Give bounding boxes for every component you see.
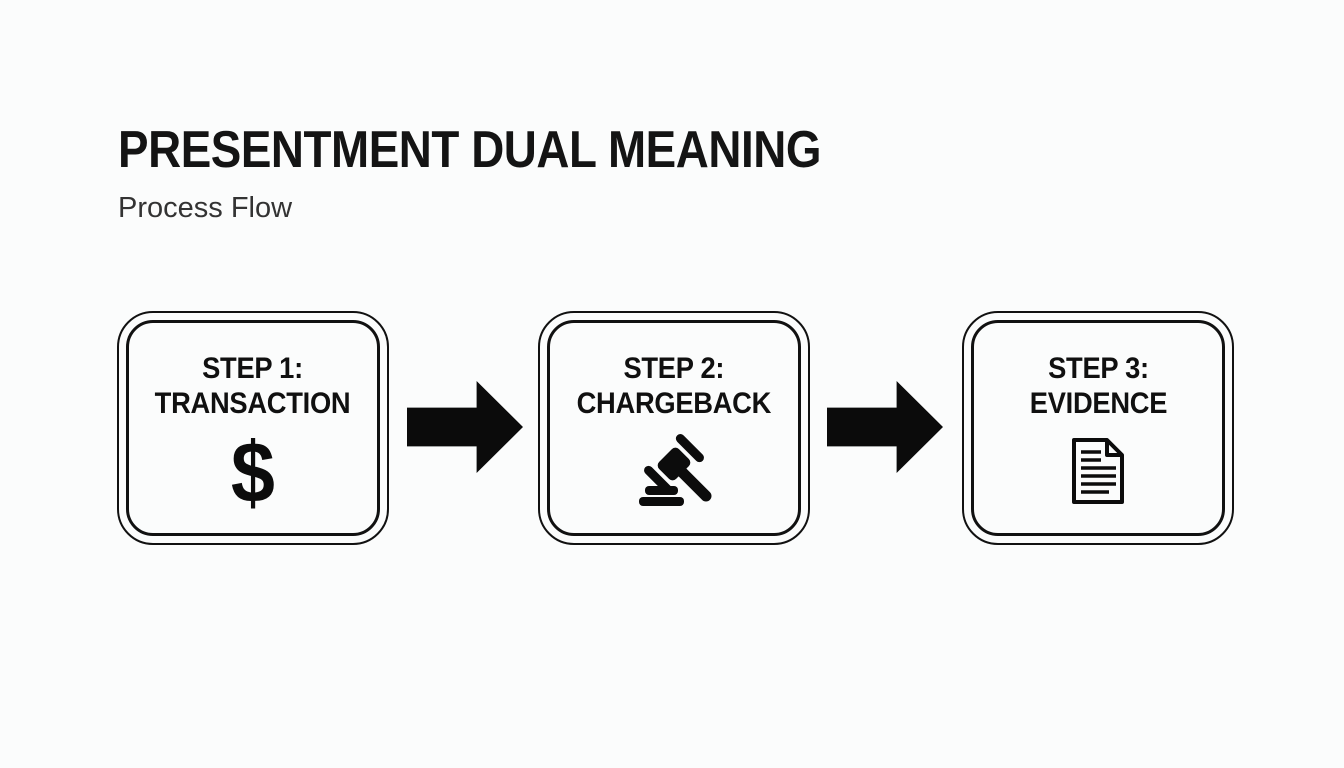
step-3-box: STEP 3: EVIDENCE (962, 311, 1234, 545)
document-icon (1069, 436, 1127, 511)
step-2-box: STEP 2: CHARGEBACK (538, 311, 810, 545)
step-2-box-inner: STEP 2: CHARGEBACK (547, 320, 801, 536)
flow-arrow-1 (407, 381, 523, 473)
step-2-label-line1: STEP 2: (623, 352, 725, 385)
step-3-box-inner: STEP 3: EVIDENCE (971, 320, 1225, 536)
step-2-label: STEP 2: CHARGEBACK (576, 351, 772, 421)
step-3-label-line2: EVIDENCE (1029, 387, 1167, 420)
step-3-label: STEP 3: EVIDENCE (1029, 351, 1167, 421)
flow-arrow-2 (827, 381, 943, 473)
page-subtitle: Process Flow (118, 192, 293, 224)
step-1-label: STEP 1: TRANSACTION (155, 351, 351, 421)
step-2-label-line2: CHARGEBACK (576, 387, 772, 420)
step-2-icon-wrap (634, 421, 714, 533)
step-3-icon-wrap (1069, 421, 1127, 533)
dollar-icon: $ (230, 425, 276, 521)
step-3-label-line1: STEP 3: (1047, 352, 1149, 385)
step-1-label-line1: STEP 1: (202, 352, 304, 385)
step-1-box: STEP 1: TRANSACTION $ (117, 311, 389, 545)
page-title: PRESENTMENT DUAL MEANING (118, 121, 821, 179)
step-1-icon-wrap: $ (229, 421, 277, 533)
step-1-box-inner: STEP 1: TRANSACTION $ (126, 320, 380, 536)
step-1-label-line2: TRANSACTION (155, 387, 351, 420)
gavel-icon (634, 433, 714, 513)
